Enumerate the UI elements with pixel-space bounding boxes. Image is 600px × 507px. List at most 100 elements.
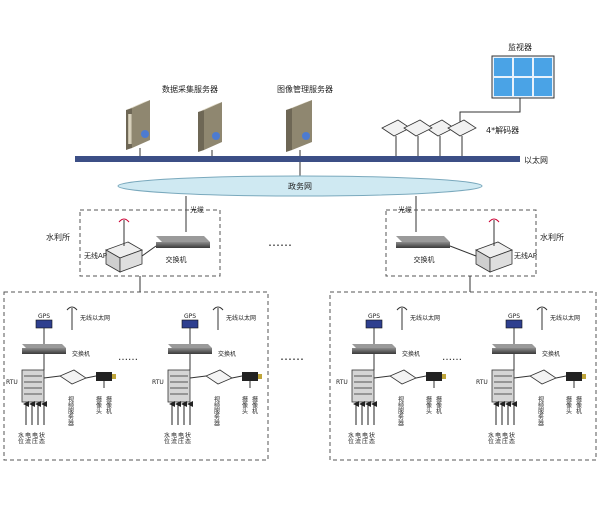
decoder-group: 4*解码器	[381, 119, 519, 156]
cam-machine-label: 摄像机	[251, 395, 258, 415]
wireless-ap-icon	[105, 218, 143, 273]
antenna-icon	[536, 306, 548, 330]
sensor-label: 状态	[184, 431, 191, 444]
monitor-wall: 监视器	[459, 42, 555, 122]
ethernet-label: 以太网	[524, 155, 548, 165]
switch-icon	[492, 344, 536, 354]
sensor-label: 电流	[494, 431, 501, 445]
video-server-icon	[529, 369, 557, 385]
sensor-label: 电流	[354, 431, 361, 445]
fiber-label: 光缆	[190, 205, 204, 214]
rtu-label: RTU	[336, 379, 348, 386]
rtu-cabinet-icon	[351, 369, 375, 403]
bureau-right: 水利所 光缆 交换机 无线AP	[385, 205, 564, 277]
video-server-icon	[59, 369, 87, 385]
ellipsis-left: ……	[118, 352, 138, 363]
gps-icon: GPS	[505, 313, 523, 329]
gov-net-label: 政务网	[288, 181, 312, 191]
sensor-label: 状态	[368, 431, 375, 444]
gps-icon: GPS	[35, 313, 53, 329]
site-unit: GPS 无线以太网 交换机 RTU	[152, 306, 262, 445]
ellipsis-bottom: ……	[280, 349, 304, 363]
sensor-label: 水位	[17, 431, 24, 444]
data-server-label: 数据采集服务器	[162, 84, 218, 94]
sensor-label: 状态	[508, 431, 515, 444]
svg-text:GPS: GPS	[184, 313, 196, 320]
antenna-icon	[66, 306, 78, 330]
rtu-label: RTU	[152, 379, 164, 386]
switch-label: 交换机	[218, 350, 236, 358]
video-server-label: 视频服务器	[213, 395, 220, 427]
sensor-label: 电压	[31, 431, 38, 445]
switch-icon	[396, 236, 450, 248]
wireless-eth-label: 无线以太网	[226, 314, 256, 322]
gps-icon: GPS	[365, 313, 383, 329]
image-management-server-group: 图像管理服务器	[277, 84, 333, 152]
fiber-label: 光缆	[398, 205, 412, 214]
wireless-ap-icon	[475, 218, 513, 273]
camera-icon	[566, 372, 586, 388]
antenna-icon	[396, 306, 408, 330]
switch-icon	[22, 344, 66, 354]
video-server-label: 视频服务器	[537, 395, 544, 427]
site-group-left	[3, 291, 269, 461]
sensor-label: 电流	[24, 431, 31, 445]
camera-icon	[426, 372, 446, 388]
sensor-label: 电压	[361, 431, 368, 445]
switch-label: 交换机	[166, 255, 187, 264]
sensor-label: 水位	[163, 431, 170, 444]
wireless-eth-label: 无线以太网	[80, 314, 110, 322]
svg-text:GPS: GPS	[508, 313, 520, 320]
switch-icon	[168, 344, 212, 354]
ellipsis-right: ……	[442, 352, 462, 363]
wireless-eth-label: 无线以太网	[550, 314, 580, 322]
cam-machine-label: 摄像机	[435, 395, 442, 415]
sensor-label: 水位	[347, 431, 354, 444]
bureau-left: 水利所 光缆 无线AP 交换机	[46, 205, 221, 277]
server-icon	[286, 100, 312, 152]
sensor-label: 电压	[177, 431, 184, 445]
wireless-eth-label: 无线以太网	[410, 314, 440, 322]
rtu-label: RTU	[476, 379, 488, 386]
bureau-left-label: 水利所	[46, 232, 70, 242]
switch-icon	[352, 344, 396, 354]
server-icon	[126, 100, 150, 150]
ap-label: 无线AP	[514, 251, 537, 260]
data-collection-server-group: 数据采集服务器	[126, 84, 222, 152]
site-group-right	[329, 291, 597, 461]
video-server-label: 视频服务器	[397, 395, 404, 427]
decoder-label: 4*解码器	[486, 125, 519, 135]
rtu-cabinet-icon	[21, 369, 45, 403]
site-unit: GPS 无线以太网 交换机 RTU	[336, 306, 446, 445]
site-unit: GPS 无线以太网 交换机 RTU	[6, 306, 116, 445]
svg-text:GPS: GPS	[368, 313, 380, 320]
switch-icon	[156, 236, 210, 248]
camera-label: 摄像头	[425, 395, 432, 415]
camera-label: 摄像头	[241, 395, 248, 415]
camera-icon	[96, 372, 116, 388]
antenna-icon	[212, 306, 224, 330]
bureau-right-label: 水利所	[540, 232, 564, 242]
switch-label: 交换机	[72, 350, 90, 358]
video-server-icon	[389, 369, 417, 385]
image-server-label: 图像管理服务器	[277, 84, 333, 94]
site-unit: GPS 无线以太网 交换机 RTU	[476, 306, 586, 445]
switch-label: 交换机	[542, 350, 560, 358]
camera-icon	[242, 372, 262, 388]
camera-label: 摄像头	[95, 395, 102, 415]
cam-machine-label: 摄像机	[105, 395, 112, 415]
gps-icon: GPS	[181, 313, 199, 329]
sensor-label: 电流	[170, 431, 177, 445]
switch-label: 交换机	[402, 350, 420, 358]
switch-label: 交换机	[414, 255, 435, 264]
video-server-label: 视频服务器	[67, 395, 74, 427]
ellipsis-top: ……	[268, 235, 292, 249]
sensor-label: 状态	[38, 431, 45, 444]
server-icon	[198, 102, 222, 152]
sensor-label: 水位	[487, 431, 494, 444]
rtu-label: RTU	[6, 379, 18, 386]
monitor-label: 监视器	[508, 42, 532, 52]
rtu-cabinet-icon	[167, 369, 191, 403]
camera-label: 摄像头	[565, 395, 572, 415]
